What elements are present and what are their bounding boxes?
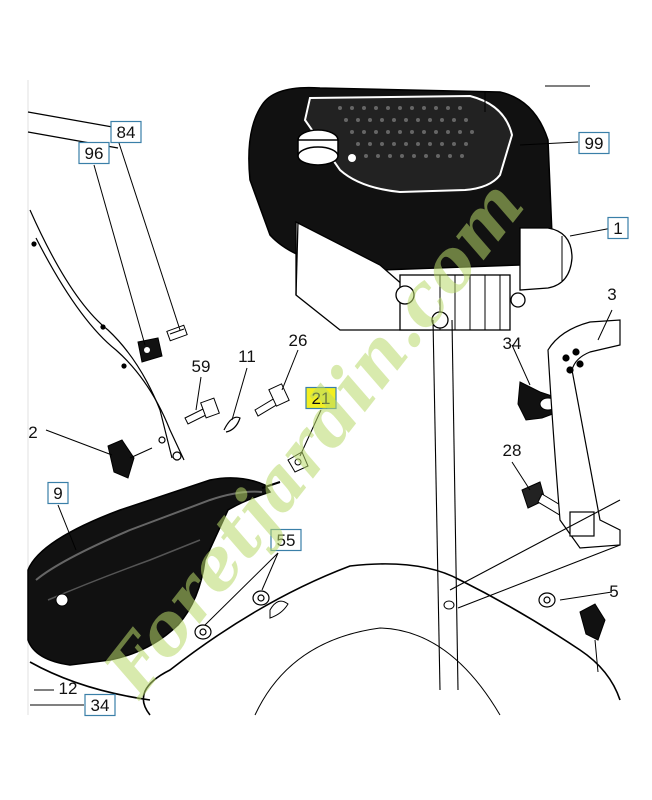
label-box-99: [578, 131, 610, 155]
clamp-96: [137, 337, 163, 363]
part-label-96: 96: [85, 144, 104, 163]
leader-lines: [30, 85, 613, 706]
part-label-55: 55: [277, 531, 296, 550]
pin-11: [223, 416, 241, 433]
label-box-34: [84, 693, 116, 717]
part-label-59: 59: [192, 357, 211, 376]
knob-2: [107, 439, 153, 479]
part-labels: 84 96 99 59 11 26 21 34 28 2 9 55 12 34 3 5 1: [28, 120, 629, 717]
label-box-84: [110, 120, 142, 144]
part-label-21: 21: [312, 389, 331, 408]
mower-deck: [29, 563, 621, 716]
part-label-3: 3: [607, 285, 616, 304]
label-box-96: [78, 141, 110, 165]
part-label-5: 5: [609, 582, 618, 601]
side-cover-9: [27, 477, 281, 666]
part-label-28: 28: [503, 441, 522, 460]
bolt-26: [254, 383, 290, 417]
handle-bars: [27, 111, 185, 461]
screw-84: [166, 324, 188, 342]
part-label-99: 99: [585, 134, 604, 153]
label-box-9: [47, 481, 69, 505]
label-box-21: [305, 386, 337, 410]
label-box-55: [270, 528, 302, 552]
label-box-1: [607, 216, 629, 240]
bolt-59: [184, 397, 220, 425]
part-label-34: 34: [91, 696, 110, 715]
part-label-12: 12: [59, 679, 78, 698]
clip-21: [287, 451, 309, 473]
nut-55: [194, 590, 556, 640]
engine-cover: [248, 86, 573, 691]
part-label-84: 84: [117, 123, 136, 142]
part-label-26: 26: [289, 331, 308, 350]
part-label-11: 11: [238, 347, 256, 366]
part-label-1: 1: [613, 219, 622, 238]
part-label-2: 2: [28, 423, 37, 442]
part-label-34: 34: [503, 334, 522, 353]
latch-part: [579, 603, 606, 673]
part-label-9: 9: [53, 484, 62, 503]
